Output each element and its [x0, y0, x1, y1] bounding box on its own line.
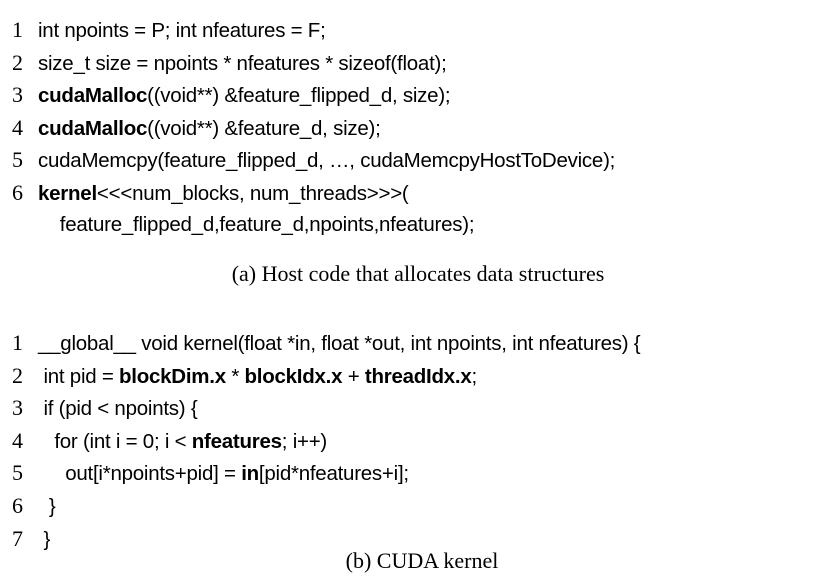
line-number: 2: [12, 49, 23, 75]
code-segment: feature_flipped_d,feature_d,npoints,nfea…: [38, 212, 475, 236]
code-line: 5 cudaMemcpy(feature_flipped_d, …, cudaMe…: [0, 147, 830, 180]
code-line: 2 int pid = blockDim.x * blockIdx.x + th…: [0, 363, 830, 396]
code-text: for (int i = 0; i < nfeatures; i++): [38, 430, 327, 454]
line-number: 4: [12, 427, 23, 453]
line-number: 7: [12, 525, 23, 551]
code-keyword-bold: kernel: [38, 181, 97, 205]
code-line: 3 cudaMalloc((void**) &feature_flipped_d,…: [0, 82, 830, 115]
code-line: 4 for (int i = 0; i < nfeatures; i++): [0, 428, 830, 461]
code-segment: cudaMemcpy(feature_flipped_d, …, cudaMem…: [38, 149, 616, 173]
line-number: 5: [12, 460, 23, 486]
code-segment: int pid =: [38, 364, 120, 388]
caption-cuda-kernel: (b) CUDA kernel: [345, 548, 499, 573]
line-number: 1: [12, 17, 23, 42]
line-number: 3: [12, 82, 23, 108]
code-line: 6 }: [0, 493, 830, 526]
code-line: 1 __global__ void kernel(float *in, float…: [0, 330, 830, 363]
code-segment: +: [342, 364, 365, 388]
code-text: cudaMemcpy(feature_flipped_d, …, cudaMem…: [38, 149, 615, 173]
code-segment: ((void**) &feature_flipped_d, size);: [147, 84, 451, 108]
code-segment: ((void**) &feature_d, size);: [147, 116, 381, 140]
line-number: 6: [12, 492, 23, 518]
code-segment: out[i*npoints+pid] =: [38, 462, 242, 486]
code-text: cudaMalloc((void**) &feature_d, size);: [38, 117, 381, 141]
line-number: 2: [12, 362, 23, 388]
code-segment: __global__ void kernel(float *in, float …: [38, 332, 641, 355]
code-segment: for (int i = 0; i <: [38, 429, 192, 453]
code-keyword-bold: cudaMalloc: [38, 84, 148, 108]
code-text: }: [38, 495, 56, 519]
code-segment: size_t size = npoints * nfeatures * size…: [38, 51, 447, 75]
line-number: 1: [12, 330, 23, 355]
host-code-listing: 1 int npoints = P; int nfeatures = F; 2 siz…: [0, 17, 830, 245]
code-text: kernel<<<num_blocks, num_threads>>>(: [38, 182, 409, 206]
code-text: __global__ void kernel(float *in, float …: [38, 332, 641, 356]
code-text: int pid = blockDim.x * blockIdx.x + thre…: [38, 365, 477, 389]
code-keyword-bold: in: [241, 462, 259, 486]
code-text: size_t size = npoints * nfeatures * size…: [38, 52, 447, 76]
code-line: feature_flipped_d,feature_d,npoints,nfea…: [0, 213, 830, 246]
code-segment: [pid*nfeatures+i];: [258, 462, 409, 486]
code-segment: if (pid < npoints) {: [38, 397, 198, 421]
code-segment: *: [225, 364, 245, 388]
line-number: 3: [12, 395, 23, 421]
code-line: 3 if (pid < npoints) {: [0, 395, 830, 428]
code-text: out[i*npoints+pid] = in[pid*nfeatures+i]…: [38, 462, 409, 486]
code-segment: ;: [471, 364, 478, 388]
code-text: int npoints = P; int nfeatures = F;: [38, 19, 326, 43]
code-keyword-bold: blockIdx.x: [244, 364, 343, 388]
code-segment: ; i++): [281, 429, 328, 453]
code-keyword-bold: threadIdx.x: [364, 364, 472, 388]
code-text: feature_flipped_d,feature_d,npoints,nfea…: [38, 212, 475, 237]
code-line: 2 size_t size = npoints * nfeatures * siz…: [0, 50, 830, 83]
caption-host-code: (a) Host code that allocates data struct…: [231, 261, 605, 286]
code-text: cudaMalloc((void**) &feature_flipped_d, …: [38, 84, 451, 108]
code-line: 5 out[i*npoints+pid] = in[pid*nfeatures+…: [0, 460, 830, 493]
code-line: 4 cudaMalloc((void**) &feature_d, size);: [0, 115, 830, 148]
code-text: }: [38, 528, 50, 552]
code-keyword-bold: blockDim.x: [119, 364, 226, 388]
line-number: 6: [12, 179, 23, 205]
code-keyword-bold: nfeatures: [191, 429, 282, 453]
code-segment: <<<num_blocks, num_threads>>>(: [96, 181, 409, 205]
code-segment: int npoints = P; int nfeatures = F;: [38, 19, 326, 42]
code-line: 7 }: [0, 526, 830, 559]
code-line: 1 int npoints = P; int nfeatures = F;: [0, 17, 830, 50]
code-text: if (pid < npoints) {: [38, 397, 197, 421]
code-line: 6 kernel<<<num_blocks, num_threads>>>(: [0, 180, 830, 213]
cuda-kernel-listing: 1 __global__ void kernel(float *in, float…: [0, 330, 830, 558]
line-number: 5: [12, 147, 23, 173]
line-number: 4: [12, 114, 23, 140]
code-keyword-bold: cudaMalloc: [38, 116, 148, 140]
code-segment: }: [38, 494, 56, 518]
code-segment: }: [38, 527, 51, 551]
